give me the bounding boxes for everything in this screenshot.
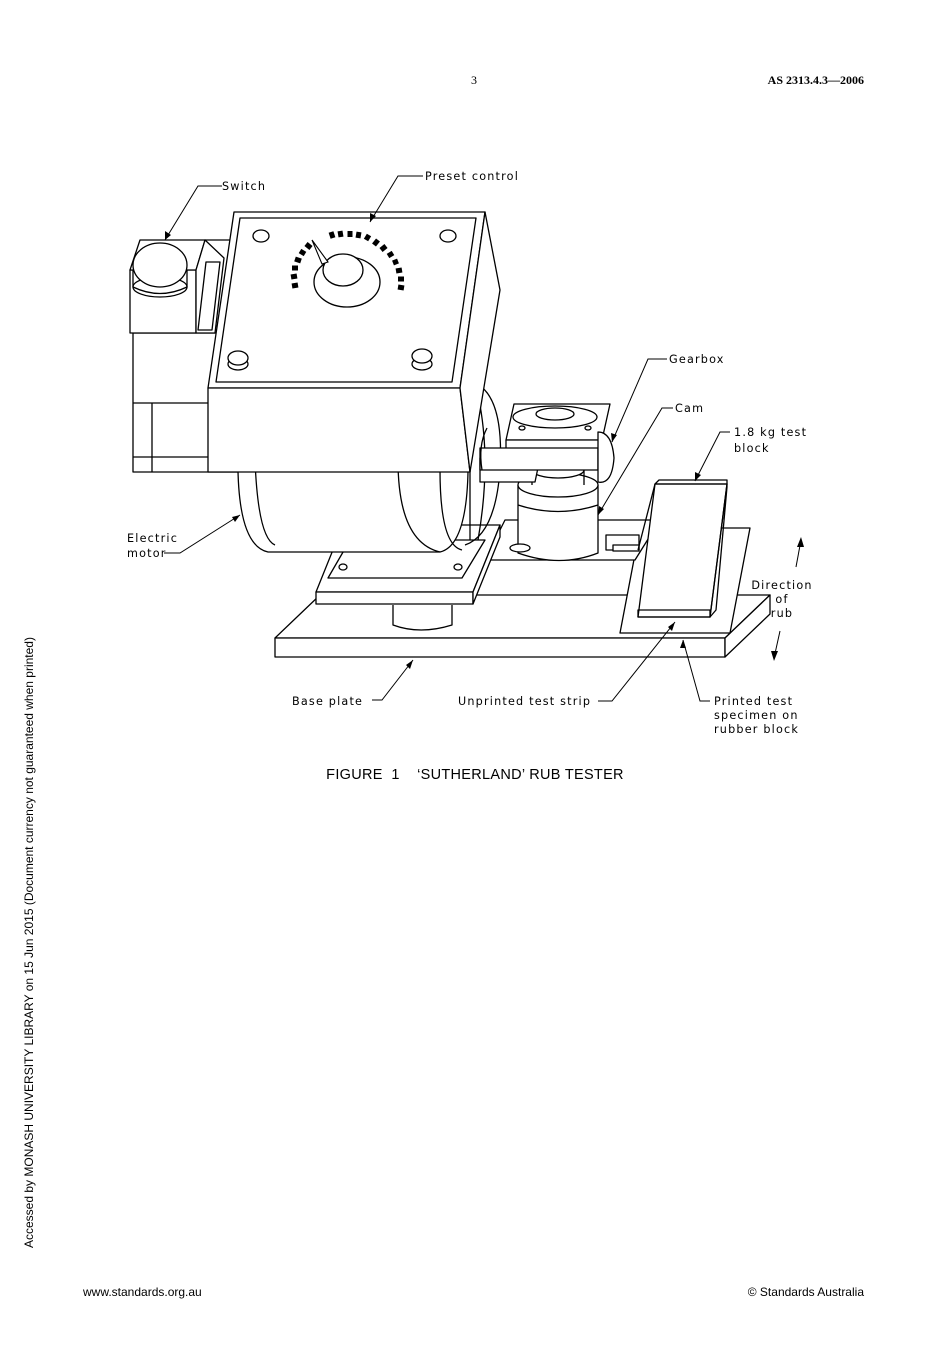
footer-copyright: © Standards Australia bbox=[747, 1285, 864, 1299]
label-direction-1: Direction bbox=[751, 579, 812, 592]
access-watermark: Accessed by MONASH UNIVERSITY LIBRARY on… bbox=[22, 637, 36, 1248]
label-direction-3: rub bbox=[771, 607, 793, 620]
label-cam: Cam bbox=[675, 402, 704, 415]
column-foot bbox=[392, 605, 453, 631]
label-preset-control: Preset control bbox=[425, 170, 519, 183]
figure-number: FIGURE 1 bbox=[326, 767, 400, 783]
figure-title: ‘SUTHERLAND’ RUB TESTER bbox=[417, 767, 624, 783]
preset-dial bbox=[290, 230, 405, 308]
gearbox-drawing bbox=[479, 403, 615, 483]
label-direction-2: of bbox=[775, 593, 788, 606]
leader-arrows bbox=[165, 213, 804, 669]
label-gearbox: Gearbox bbox=[669, 353, 725, 366]
label-printed-2: specimen on bbox=[714, 709, 799, 722]
standard-id: AS 2313.4.3—2006 bbox=[767, 73, 864, 87]
label-printed-1: Printed test bbox=[714, 695, 793, 708]
figure-caption: FIGURE 1 ‘SUTHERLAND’ RUB TESTER bbox=[0, 767, 950, 783]
label-switch: Switch bbox=[222, 180, 266, 193]
label-electric-motor-2: motor bbox=[127, 547, 167, 560]
page-number: 3 bbox=[471, 73, 477, 87]
control-box bbox=[207, 211, 501, 473]
label-electric-motor-1: Electric bbox=[127, 532, 178, 545]
label-printed-3: rubber block bbox=[714, 723, 799, 736]
footer-url: www.standards.org.au bbox=[83, 1285, 202, 1299]
label-unprinted-strip: Unprinted test strip bbox=[458, 695, 591, 708]
label-base-plate: Base plate bbox=[292, 695, 363, 708]
label-test-block-2: block bbox=[734, 442, 770, 455]
label-test-block-1: 1.8 kg test bbox=[734, 426, 807, 439]
test-block-drawing bbox=[637, 479, 728, 618]
rub-tester-figure: Switch Preset control Gearbox Cam 1.8 kg… bbox=[127, 170, 812, 736]
